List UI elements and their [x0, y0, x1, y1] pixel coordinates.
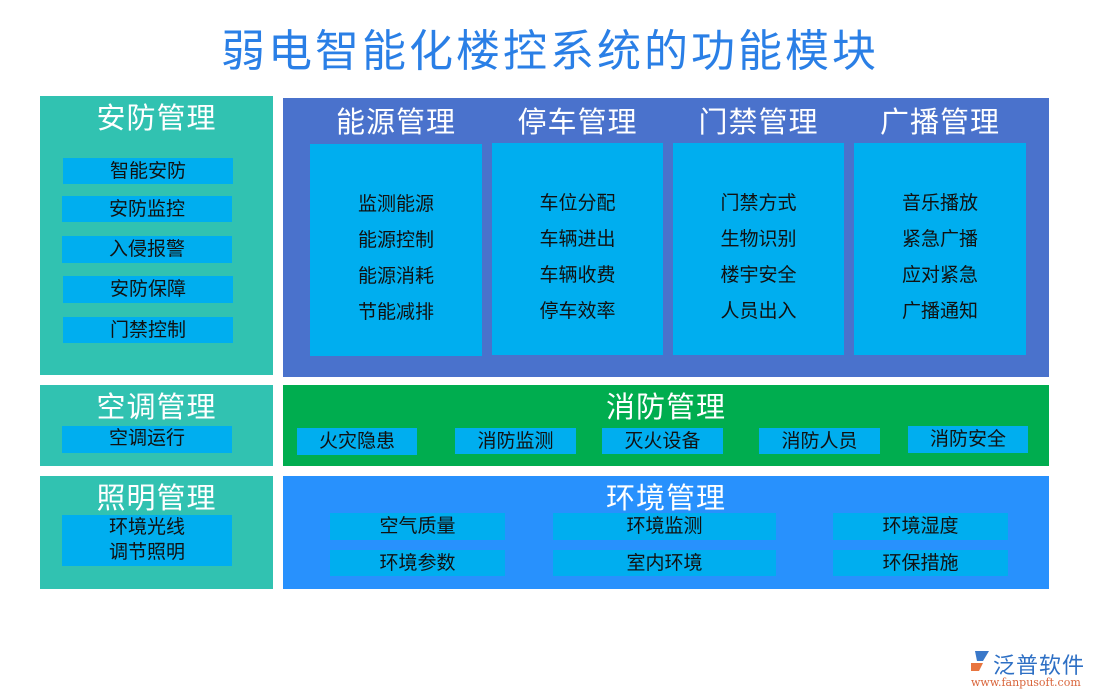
fire-item[interactable]: 火灾隐患 [297, 428, 417, 455]
broadcast-item[interactable]: 广播通知 [901, 300, 978, 322]
environment-item[interactable]: 环境湿度 [833, 513, 1008, 540]
access-item[interactable]: 楼宇安全 [720, 264, 797, 286]
fire-item[interactable]: 灭火设备 [602, 428, 723, 454]
environment-panel: 环境管理 空气质量 环境监测 环境湿度 环境参数 室内环境 环保措施 [283, 476, 1049, 589]
fire-item[interactable]: 消防监测 [455, 428, 576, 454]
fanpu-logo-icon [971, 651, 989, 671]
broadcast-card: 音乐播放 紧急广播 应对紧急 广播通知 [854, 143, 1026, 355]
page-title: 弱电智能化楼控系统的功能模块 [221, 26, 879, 77]
broadcast-item[interactable]: 紧急广播 [901, 228, 978, 250]
parking-item[interactable]: 停车效率 [539, 300, 616, 322]
parking-card: 车位分配 车辆进出 车辆收费 停车效率 [492, 143, 663, 355]
broadcast-title: 广播管理 [879, 105, 1000, 139]
access-card: 门禁方式 生物识别 楼宇安全 人员出入 [673, 143, 844, 355]
fire-title: 消防管理 [605, 390, 726, 424]
top-modules-panel: 能源管理 监测能源 能源控制 能源消耗 节能减排 停车管理 车位分配 车辆进出 … [283, 98, 1049, 377]
hvac-panel: 空调管理 空调运行 [40, 385, 273, 466]
broadcast-item[interactable]: 应对紧急 [901, 264, 978, 286]
energy-item[interactable]: 节能减排 [357, 301, 434, 323]
hvac-item[interactable]: 空调运行 [62, 426, 232, 453]
parking-title: 停车管理 [517, 105, 638, 139]
broadcast-item[interactable]: 音乐播放 [901, 192, 978, 214]
security-item[interactable]: 智能安防 [63, 158, 233, 184]
lighting-chip[interactable]: 环境光线 调节照明 [62, 515, 232, 566]
energy-item[interactable]: 监测能源 [357, 193, 434, 215]
broadcast-list: 音乐播放 紧急广播 应对紧急 广播通知 [854, 185, 1026, 329]
lighting-item: 调节照明 [108, 541, 185, 563]
security-item[interactable]: 门禁控制 [63, 317, 233, 343]
energy-title: 能源管理 [335, 105, 456, 139]
access-item[interactable]: 门禁方式 [720, 192, 797, 214]
access-title: 门禁管理 [698, 105, 819, 139]
fire-panel: 消防管理 火灾隐患 消防监测 灭火设备 消防人员 消防安全 [283, 385, 1049, 466]
energy-card: 监测能源 能源控制 能源消耗 节能减排 [310, 144, 482, 356]
logo-url: www.fanpusoft.com [971, 676, 1081, 689]
lighting-title: 照明管理 [96, 481, 217, 515]
brand-logo: 泛普软件 www.fanpusoft.com [965, 646, 1090, 694]
parking-item[interactable]: 车辆进出 [539, 228, 616, 250]
security-item[interactable]: 安防监控 [62, 196, 232, 222]
security-item[interactable]: 安防保障 [63, 276, 233, 303]
security-panel: 安防管理 智能安防 安防监控 入侵报警 安防保障 门禁控制 [40, 96, 273, 375]
energy-item[interactable]: 能源控制 [357, 229, 434, 251]
logo-name: 泛普软件 [993, 654, 1086, 679]
environment-item[interactable]: 环境监测 [553, 513, 776, 540]
security-item[interactable]: 入侵报警 [62, 236, 232, 263]
environment-item[interactable]: 环境参数 [330, 550, 505, 576]
access-list: 门禁方式 生物识别 楼宇安全 人员出入 [673, 185, 844, 329]
hvac-title: 空调管理 [96, 390, 217, 424]
lighting-item: 环境光线 [108, 516, 185, 538]
lighting-panel: 照明管理 环境光线 调节照明 [40, 476, 273, 589]
fire-item[interactable]: 消防人员 [759, 428, 880, 454]
access-item[interactable]: 生物识别 [720, 228, 797, 250]
environment-title: 环境管理 [605, 481, 726, 515]
security-title: 安防管理 [96, 101, 217, 135]
parking-item[interactable]: 车辆收费 [539, 264, 616, 286]
parking-item[interactable]: 车位分配 [539, 192, 616, 214]
energy-item[interactable]: 能源消耗 [357, 265, 434, 287]
energy-list: 监测能源 能源控制 能源消耗 节能减排 [310, 186, 482, 330]
environment-item[interactable]: 空气质量 [330, 513, 505, 540]
parking-list: 车位分配 车辆进出 车辆收费 停车效率 [492, 185, 663, 329]
environment-item[interactable]: 室内环境 [553, 550, 776, 576]
access-item[interactable]: 人员出入 [720, 300, 797, 322]
fire-item[interactable]: 消防安全 [908, 426, 1028, 453]
environment-item[interactable]: 环保措施 [833, 550, 1008, 576]
